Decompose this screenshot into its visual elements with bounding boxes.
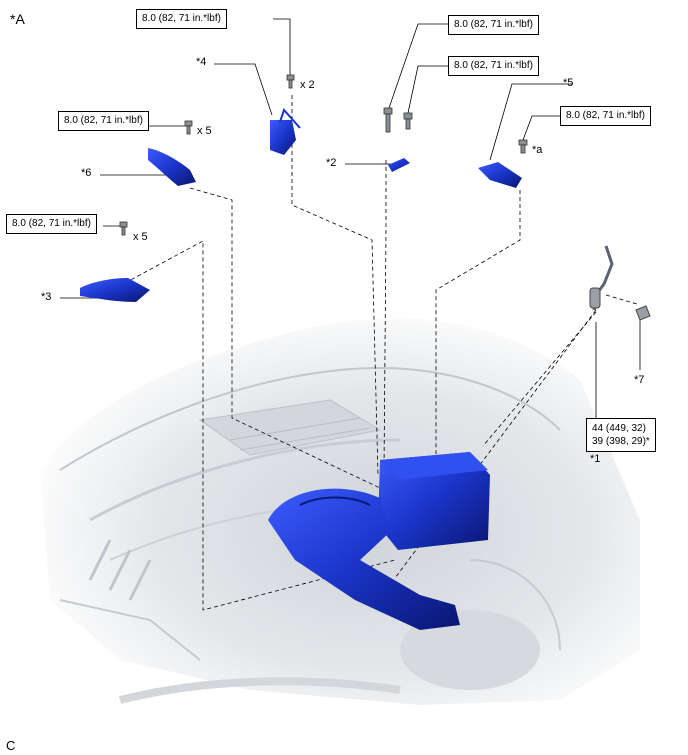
corner-mark: C <box>6 738 16 753</box>
count-part-4: x 2 <box>300 79 315 91</box>
bolt-icon <box>403 112 413 130</box>
bracket-part-5 <box>478 162 522 188</box>
count-part-3: x 5 <box>133 231 148 243</box>
count-part-6: x 5 <box>197 125 212 137</box>
cover-part-3 <box>80 278 150 302</box>
clamp-part-7 <box>635 305 651 321</box>
callout-6: *6 <box>81 167 92 179</box>
torque-label-part-4: 8.0 (82, 71 in.*lbf) <box>136 9 227 29</box>
torque-sensor-line-1: 44 (449, 32) <box>592 423 646 434</box>
callout-2: *2 <box>326 157 337 169</box>
torque-label-part-3: 8.0 (82, 71 in.*lbf) <box>6 214 97 234</box>
callout-3: *3 <box>41 291 52 303</box>
bolt-icons <box>119 74 528 236</box>
torque-label-part-1: 44 (449, 32) 39 (398, 29)* <box>586 418 656 452</box>
callout-a: *a <box>532 144 543 156</box>
bracket-part-4 <box>270 108 301 155</box>
bolt-icon <box>119 221 128 236</box>
figure-label: *A <box>10 11 25 27</box>
parts <box>80 108 651 630</box>
torque-label-part-5: 8.0 (82, 71 in.*lbf) <box>560 106 651 126</box>
torque-label-bolt-b: 8.0 (82, 71 in.*lbf) <box>448 56 539 76</box>
callout-4: *4 <box>196 56 207 68</box>
ecu-housing <box>378 452 490 550</box>
bolt-icon <box>286 74 295 89</box>
torque-label-part-6: 8.0 (82, 71 in.*lbf) <box>58 111 149 131</box>
torque-sensor-line-2: 39 (398, 29)* <box>592 436 650 447</box>
callout-5: *5 <box>563 77 574 89</box>
cover-part-6 <box>148 148 196 186</box>
bracket-part-2 <box>388 158 410 172</box>
callout-1: *1 <box>590 453 601 465</box>
oxygen-sensor-part-1 <box>589 245 614 311</box>
leader-lines <box>124 95 638 611</box>
torque-label-bolt-a: 8.0 (82, 71 in.*lbf) <box>448 15 539 35</box>
air-duct <box>268 488 460 630</box>
bolt-icon <box>184 120 193 135</box>
bolt-icon <box>383 107 393 133</box>
callout-7: *7 <box>634 374 645 386</box>
bolt-icon <box>518 139 528 154</box>
